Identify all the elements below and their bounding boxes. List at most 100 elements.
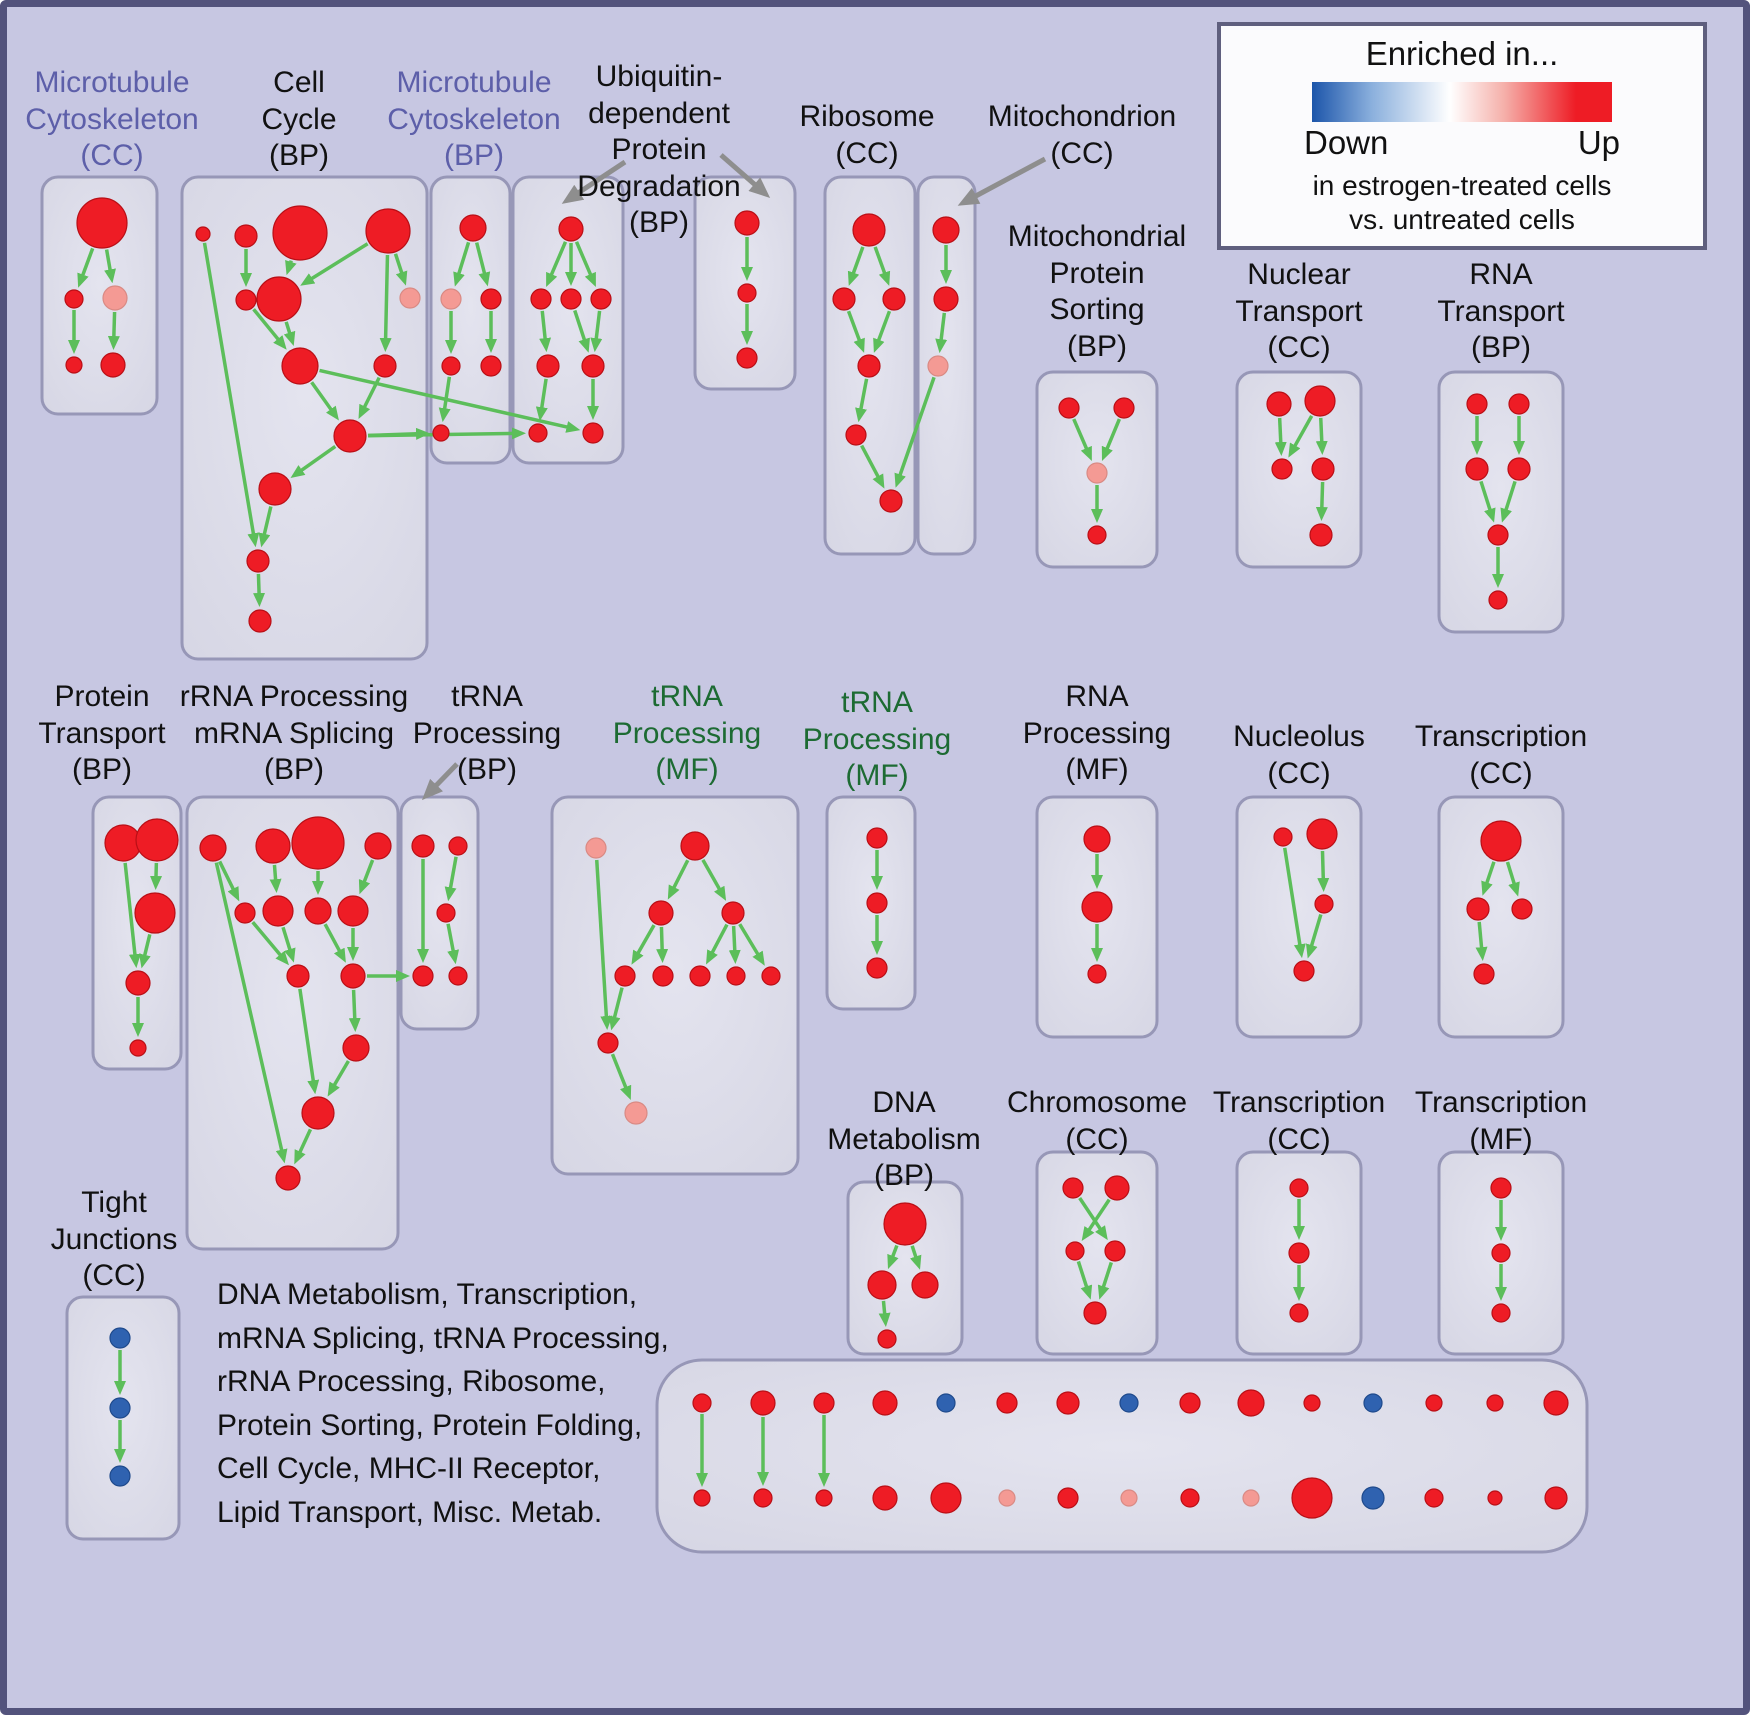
edge-arrow <box>446 923 460 965</box>
go-node-dna-metabolism-1 <box>867 1270 897 1300</box>
go-node-trna-bp-0 <box>411 834 435 858</box>
edge-arrow <box>535 378 548 422</box>
edge-arrow <box>701 859 727 901</box>
cluster-box-trna-mf-large <box>550 795 800 1176</box>
cluster-box-protein-transport <box>91 795 183 1071</box>
go-node-trna-bp-1 <box>448 836 468 856</box>
edge-arrow <box>847 246 865 286</box>
edge-arrow <box>358 859 375 895</box>
go-node-ubiquitin-deg-2 <box>560 288 582 310</box>
go-node-ribosome-2 <box>882 287 906 311</box>
edge-arrow <box>438 376 452 423</box>
go-node-transcription-mf-2 <box>1491 1303 1511 1323</box>
edge-arrow <box>251 921 289 966</box>
go-node-chromosome-0 <box>1062 1177 1084 1199</box>
go-node-cell-cycle-5 <box>256 276 302 322</box>
go-node-protein-transport-4 <box>129 1039 147 1057</box>
go-node-transcription-cc-a-1 <box>1466 897 1490 921</box>
go-node-cell-cycle-8 <box>373 354 397 378</box>
edge-arrow <box>546 241 568 288</box>
edge-arrow <box>873 246 891 286</box>
edge-arrow <box>281 926 296 963</box>
go-node-trna-bp-3 <box>412 965 434 987</box>
legend-subtitle-line1: in estrogen-treated cells <box>1312 170 1612 201</box>
go-node-cell-cycle-11 <box>246 549 270 573</box>
go-node-rrna-mrna-1 <box>255 828 291 864</box>
go-node-mixed-clusters-29 <box>1544 1486 1568 1510</box>
go-node-transcription-cc-a-0 <box>1480 820 1522 862</box>
go-node-mixed-clusters-13 <box>1486 1394 1504 1412</box>
edge-arrow <box>539 310 552 353</box>
go-node-rrna-mrna-9 <box>340 963 366 989</box>
edge-arrow <box>283 321 296 346</box>
go-node-mixed-clusters-18 <box>872 1485 898 1511</box>
go-node-rna-processing-mf-0 <box>1083 825 1111 853</box>
label-pointer-arrow <box>719 153 771 198</box>
cluster-box-ubiquitin-deg <box>511 175 625 465</box>
go-node-chromosome-4 <box>1083 1301 1107 1325</box>
go-node-ribosome-4 <box>845 424 867 446</box>
cluster-box-nucleolus <box>1235 795 1363 1039</box>
edge-arrow <box>1072 418 1092 462</box>
edge-arrow <box>887 1244 899 1270</box>
edge-arrow <box>285 260 297 276</box>
edge-arrow <box>300 242 369 286</box>
go-node-ubiquitin-deg-6 <box>528 423 548 443</box>
go-node-ribosome-0 <box>852 213 886 247</box>
mixed-clusters-note: DNA Metabolism, Transcription, mRNA Spli… <box>217 1278 669 1529</box>
go-node-cell-cycle-2 <box>272 205 328 261</box>
go-node-mitochondrion-1 <box>933 286 959 312</box>
edge-arrow <box>104 249 116 284</box>
legend-down-label: Down <box>1304 124 1389 161</box>
go-node-mixed-clusters-19 <box>930 1482 962 1514</box>
go-node-rna-transport-0 <box>1466 393 1488 415</box>
edge-arrow <box>846 310 865 353</box>
go-node-nucleolus-0 <box>1273 827 1293 847</box>
cluster-box-dna-metabolism <box>846 1180 964 1356</box>
go-node-cell-cycle-12 <box>248 609 272 633</box>
go-node-mixed-clusters-3 <box>872 1390 898 1416</box>
go-node-ribosome-1 <box>832 287 856 311</box>
edge-arrow <box>139 933 152 969</box>
edge-arrow <box>738 923 765 966</box>
go-node-nucleolus-2 <box>1314 894 1334 914</box>
edge-arrow <box>1305 914 1323 959</box>
go-node-rrna-mrna-7 <box>337 895 369 927</box>
edge-arrow <box>474 242 491 287</box>
go-node-ubiquitin-deg-2-2 <box>736 347 758 369</box>
go-node-protein-transport-0 <box>104 824 142 862</box>
go-node-mixed-clusters-25 <box>1291 1477 1333 1519</box>
edge-arrow <box>269 864 282 894</box>
go-node-cell-cycle-6 <box>399 287 421 309</box>
go-node-mixed-clusters-10 <box>1303 1394 1321 1412</box>
go-node-mixed-clusters-26 <box>1361 1486 1385 1510</box>
legend-gradient-bar <box>1312 82 1612 122</box>
legend: Enriched in... Down Up in estrogen-treat… <box>1217 22 1707 250</box>
cross-cluster-edge-arrow <box>319 368 581 433</box>
go-node-rrna-mrna-8 <box>286 964 310 988</box>
network-diagram <box>40 153 1589 1554</box>
label-pointer-arrow <box>957 156 1047 206</box>
go-node-mito-protein-sorting-0 <box>1058 397 1080 419</box>
go-node-cell-cycle-1 <box>234 224 258 248</box>
go-node-microtubule-cc-4 <box>100 352 126 378</box>
edge-arrow <box>77 247 95 288</box>
legend-title: Enriched in... <box>1365 35 1559 72</box>
edge-arrow <box>667 859 690 900</box>
edge-arrow <box>310 381 339 421</box>
edge-arrow <box>202 242 260 548</box>
go-node-ubiquitin-deg-5 <box>581 354 605 378</box>
go-node-microtubule-bp-2 <box>480 288 502 310</box>
go-node-trna-mf-large-0 <box>585 837 607 859</box>
go-node-trna-mf-large-1 <box>680 831 710 861</box>
go-node-cell-cycle-4 <box>235 289 257 311</box>
go-node-rrna-mrna-12 <box>275 1165 301 1191</box>
go-node-mixed-clusters-5 <box>996 1392 1018 1414</box>
edge-arrow <box>909 1245 922 1270</box>
go-node-rrna-mrna-2 <box>291 816 345 870</box>
edge-arrow <box>393 253 408 286</box>
go-node-trna-mf-small-1 <box>866 892 888 914</box>
go-node-chromosome-2 <box>1065 1241 1085 1261</box>
edge-arrow <box>873 310 892 353</box>
